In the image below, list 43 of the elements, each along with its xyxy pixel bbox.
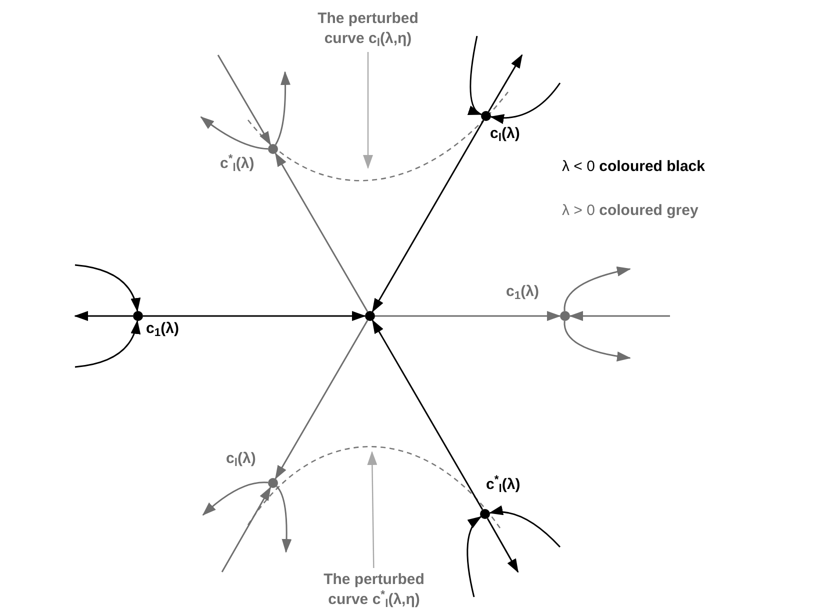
trajectory-arrow: [375, 311, 561, 321]
trajectory-arrow: [274, 152, 368, 312]
equilibrium-point: [365, 311, 375, 321]
trajectory-arrow: [466, 516, 482, 598]
trajectory-arrow: [74, 264, 140, 312]
trajectory-arrow: [564, 320, 631, 362]
trajectory-arrow: [143, 311, 366, 321]
trajectory-arrow: [372, 319, 484, 510]
equilibrium-point: [268, 144, 278, 154]
trajectory-arrow: [488, 54, 523, 112]
key-text: λ < 0 coloured black: [562, 157, 705, 177]
trajectory-arrow: [202, 482, 268, 516]
point-label: c$_{l}$(λ): [490, 126, 520, 141]
trajectory-arrow: [372, 120, 484, 313]
point-label: c$_{1}$(λ): [506, 284, 539, 299]
equilibrium-point: [480, 509, 490, 519]
equilibrium-point: [133, 311, 143, 321]
equilibrium-point: [560, 311, 570, 321]
trajectory-arrow: [486, 518, 519, 573]
trajectory-arrow: [569, 311, 670, 321]
trajectory-arrow: [490, 82, 561, 124]
key-text: λ > 0 coloured grey: [562, 201, 698, 221]
equilibrium-point: [268, 478, 278, 488]
trajectory-arrow: [200, 116, 268, 150]
leader-arrow: [367, 451, 378, 568]
trajectory-arrow: [276, 486, 292, 553]
annotation-text: The perturbed curve c$^{*}$$_{l}$(λ,η): [322, 570, 426, 610]
trajectory-arrow: [467, 36, 482, 116]
annotation-text: The perturbed curve c$_{l}$(λ,η): [316, 9, 420, 49]
point-label: c$^{*}$$_{l}$(λ): [486, 477, 520, 492]
trajectory-arrow: [274, 71, 290, 146]
trajectory-arrow: [564, 266, 631, 312]
trajectory-arrow: [74, 320, 140, 368]
trajectory-arrow: [488, 506, 561, 548]
trajectory-arrow: [274, 320, 368, 480]
equilibrium-point: [481, 111, 491, 121]
point-label: c$_{l}$(λ): [226, 451, 256, 466]
trajectory-arrow: [217, 54, 272, 146]
point-label: c$_{1}$(λ): [146, 321, 179, 336]
trajectory-arrow: [74, 311, 133, 321]
point-label: c$^{*}$$_{l}$(λ): [220, 156, 254, 171]
trajectory-arrow: [221, 486, 272, 572]
leader-arrow: [363, 52, 373, 169]
